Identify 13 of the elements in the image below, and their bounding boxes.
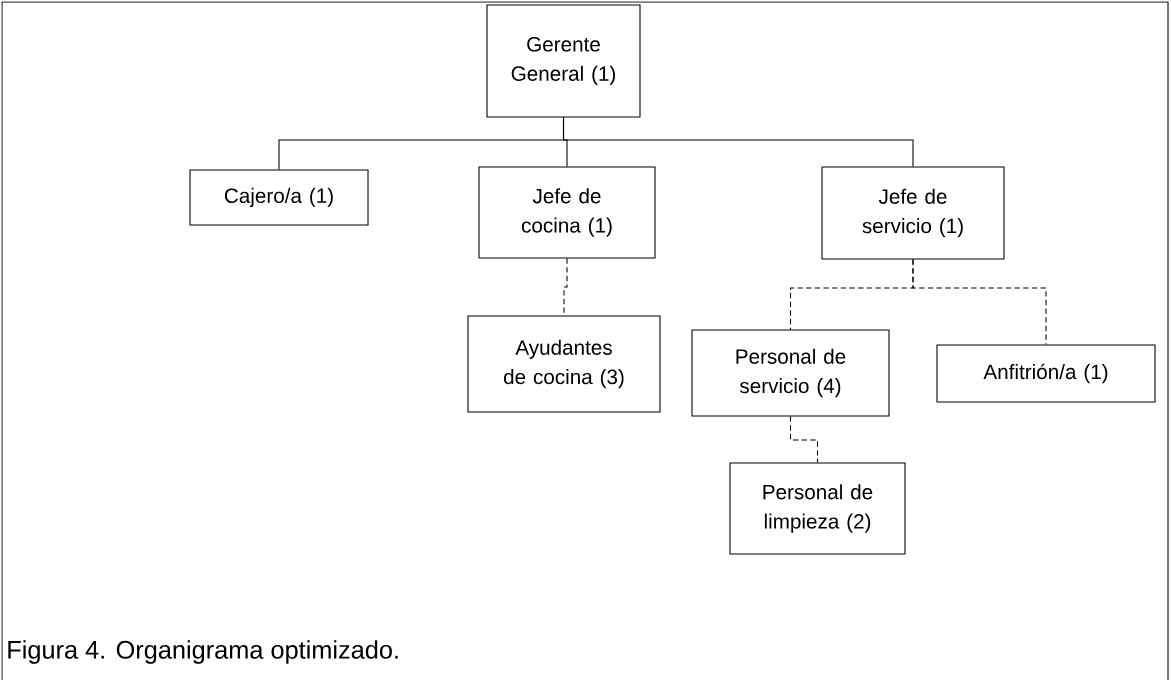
position-box: Personal de limpieza (2) [729,462,906,555]
figure-caption: Figura 4. Organigrama optimizado. [8,640,398,664]
position-box: Jefe de servicio (1) [821,166,1005,260]
position-box: Anfitrión/a (1) [936,344,1156,403]
connector-line [563,258,568,316]
position-box: Gerente General (1) [486,4,641,118]
connector-line [789,416,819,463]
position-box: Jefe de cocina (1) [478,166,656,259]
connector-line [912,259,1047,345]
position-box: Personal de servicio (4) [691,329,890,417]
connector-line [562,117,914,167]
position-box: Ayudantes de cocina (3) [467,315,661,413]
position-box: Cajero/a (1) [189,169,369,226]
